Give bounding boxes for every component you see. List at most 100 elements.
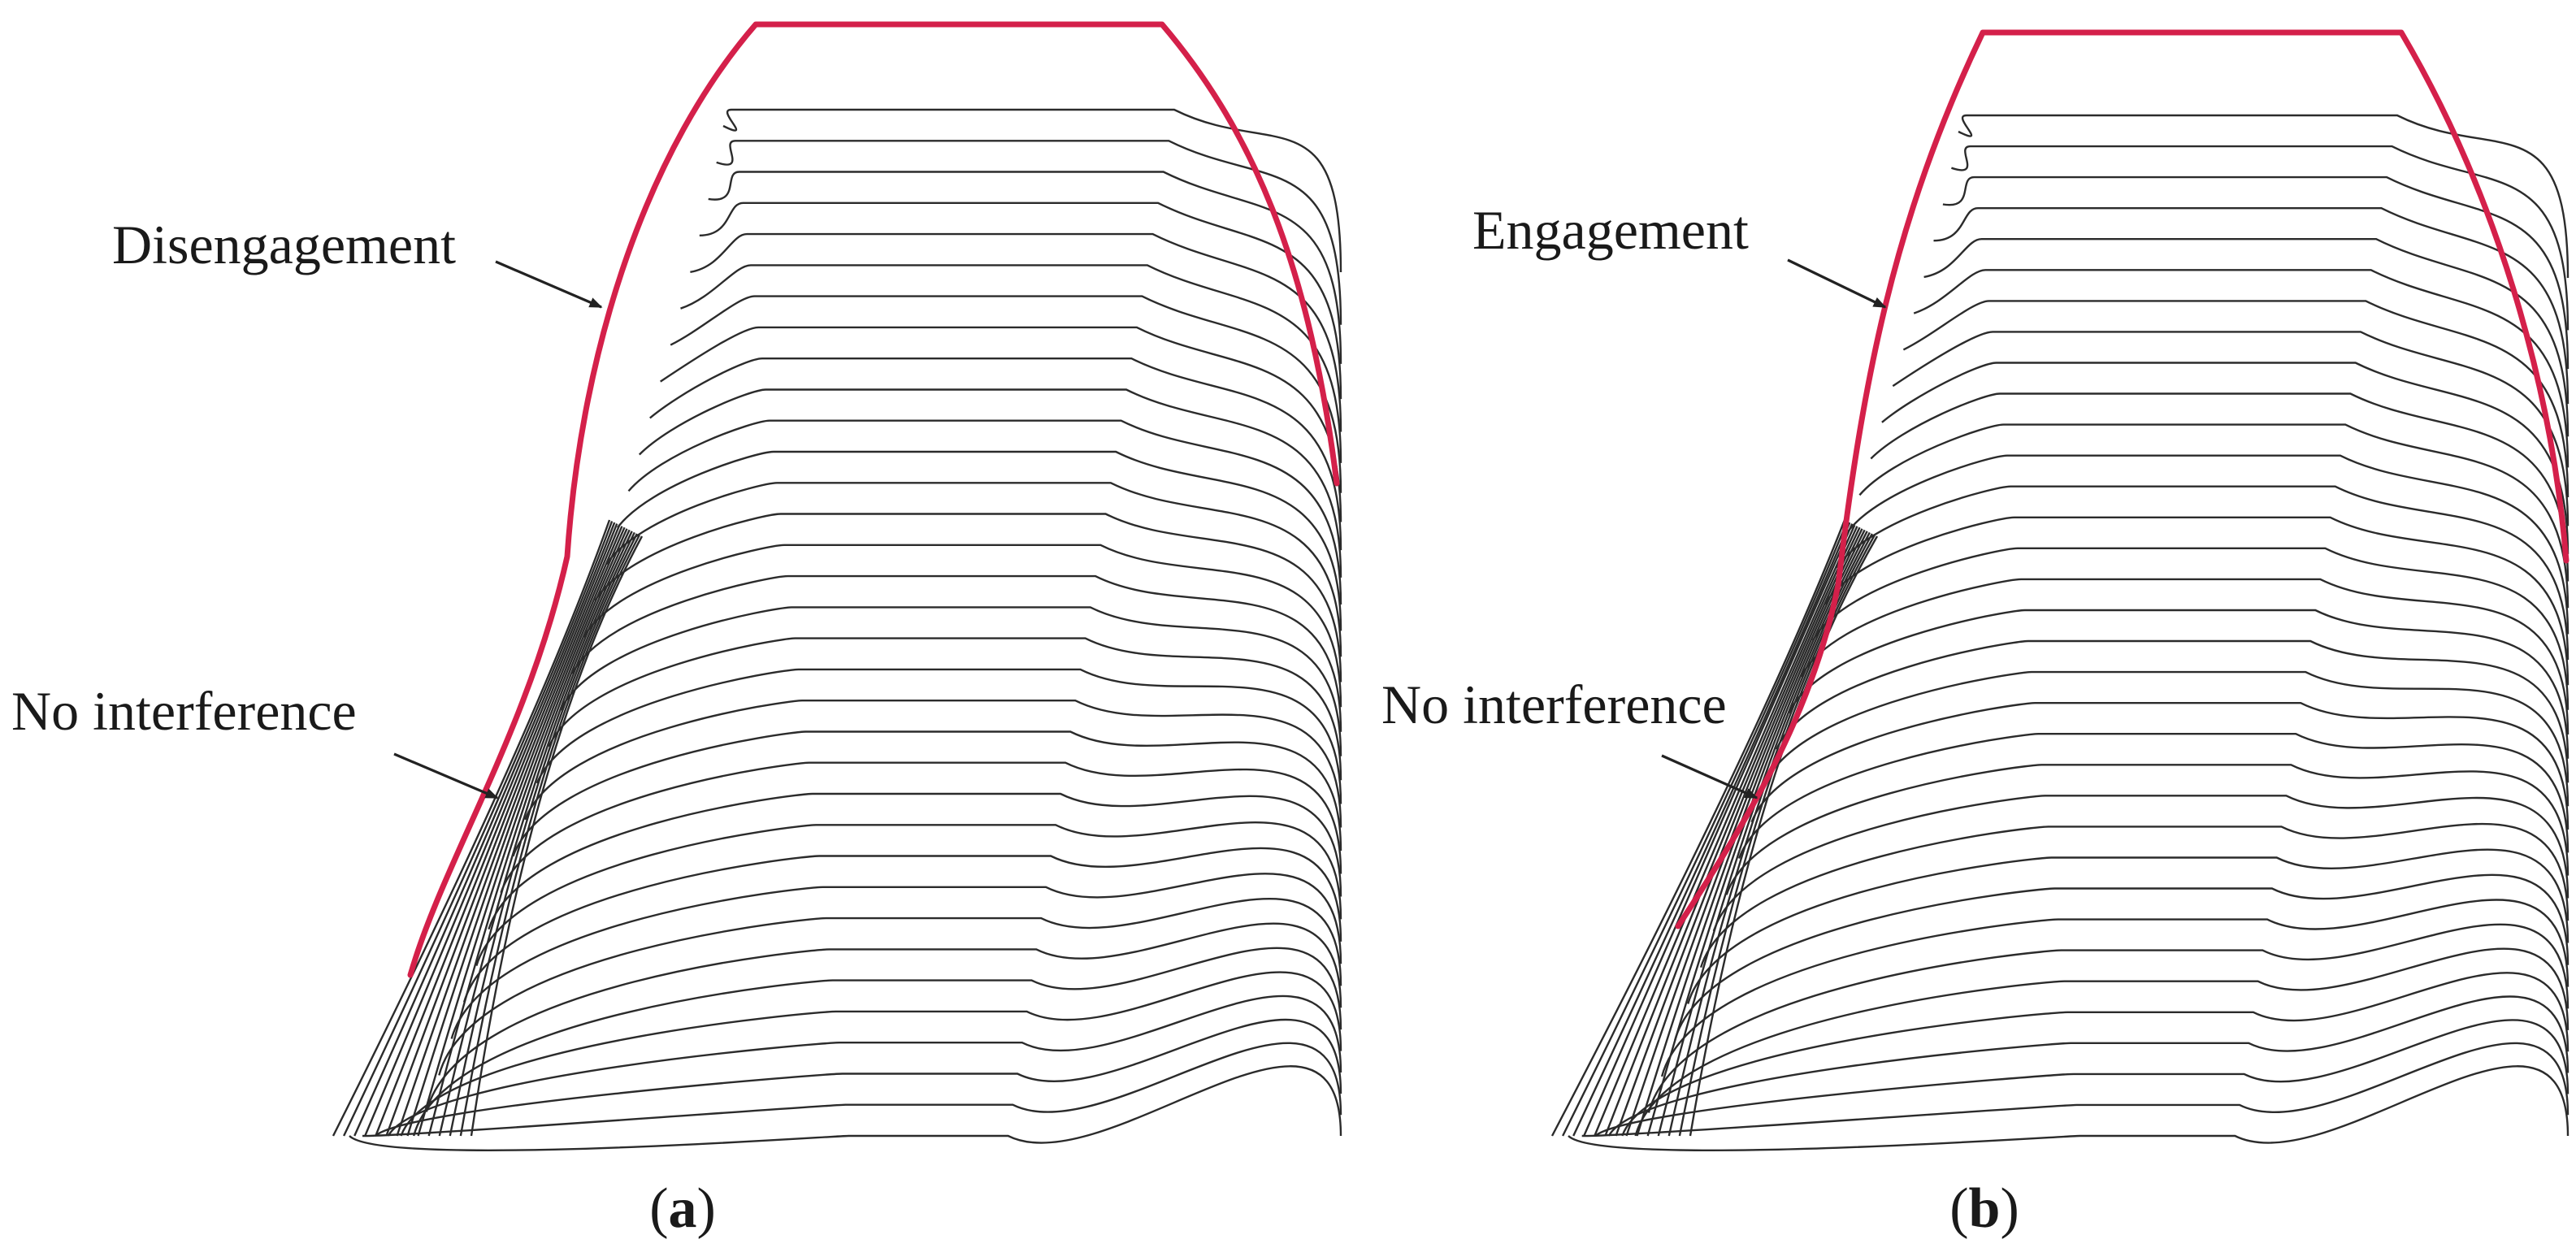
root-fillet-line: [406, 528, 628, 1137]
tooth-pass-line: [670, 295, 1342, 493]
no-interference-arrow-b: [1661, 754, 1759, 800]
tooth-pass-line: [1958, 114, 2569, 279]
root-fillet-line: [459, 534, 640, 1137]
tooth-pass-line: [1913, 269, 2569, 468]
root-fillet-line: [470, 535, 644, 1137]
tooth-pass-line: [605, 482, 1342, 657]
tooth-pass-line: [1847, 454, 2569, 635]
tooth-pass-line: [1881, 362, 2569, 554]
disengagement-label: Disengagement: [112, 214, 456, 275]
tooth-pass-line: [387, 994, 1342, 1137]
tooth-pass-line: [594, 513, 1342, 682]
tooth-envelope-lines-a: [332, 108, 1342, 1151]
tooth-pass-line: [1951, 145, 2569, 331]
root-fillet-line: [438, 531, 635, 1137]
tooth-pass-line: [524, 700, 1342, 828]
tooth-pass-line: [488, 792, 1342, 930]
tooth-pass-line: [1687, 848, 2569, 1004]
tooth-pass-line: [649, 358, 1342, 551]
root-fillet-line: [385, 526, 623, 1137]
tooth-pass-line: [512, 730, 1342, 857]
tool-profile-a: [407, 21, 1340, 978]
tooth-pass-line: [559, 606, 1342, 756]
tooth-pass-line: [375, 1018, 1342, 1137]
no-interference-arrow-a: [393, 752, 499, 800]
tooth-pass-line: [660, 326, 1342, 522]
tooth-pass-line: [1607, 995, 2569, 1137]
tool-profile-b: [1675, 29, 2569, 930]
tooth-pass-line: [425, 922, 1342, 1112]
tooth-pass-line: [583, 544, 1342, 708]
tooth-pass-line: [1594, 1019, 2569, 1137]
root-fillet-line: [427, 531, 633, 1137]
disengagement-arrow: [495, 260, 603, 309]
no-interference-label-a: No interference: [11, 680, 357, 742]
tooth-pass-line: [1923, 238, 2569, 437]
tooth-pass-line: [1581, 1042, 2569, 1138]
root-fillet-line: [417, 529, 631, 1137]
tooth-pass-line: [1870, 392, 2569, 582]
tooth-pass-line: [1699, 822, 2569, 968]
tooth-pass-line: [716, 140, 1342, 325]
tooth-pass-line: [627, 419, 1342, 605]
tooth-pass-line: [638, 388, 1342, 578]
tooth-pass-line: [1811, 547, 2569, 710]
root-fillet-line: [1562, 521, 1849, 1137]
engagement-arrow: [1787, 258, 1887, 309]
tooth-pass-line: [1634, 947, 2569, 1137]
tooth-pass-line: [1737, 733, 2569, 859]
tooth-pass-line: [722, 108, 1342, 273]
tooth-pass-line: [548, 637, 1342, 781]
tooth-pass-line: [1800, 578, 2569, 735]
root-fillet-line: [332, 519, 611, 1137]
tooth-pass-line: [400, 971, 1342, 1137]
tooth-pass-line: [413, 947, 1342, 1137]
tooth-pass-line: [1902, 300, 2569, 498]
root-fillet-line: [1550, 519, 1846, 1137]
tooth-pass-line: [1725, 764, 2569, 895]
panel-b: Engagement No interference (b): [1381, 29, 2569, 1240]
tooth-pass-line: [571, 574, 1342, 732]
tooth-pass-line: [1712, 795, 2569, 932]
tooth-pass-line: [536, 668, 1342, 804]
tooth-pass-line: [1775, 639, 2569, 783]
panel-a: Disengagement No interference (a): [11, 21, 1342, 1240]
tooth-pass-line: [500, 761, 1342, 894]
tooth-pass-line: [1568, 1065, 2569, 1151]
root-fillet-line: [375, 524, 621, 1137]
tooth-pass-line: [1750, 702, 2569, 830]
tooth-pass-line: [1858, 423, 2569, 609]
root-fillet-line: [449, 533, 638, 1137]
tooth-pass-line: [708, 171, 1342, 364]
panel-caption-a: (a): [649, 1177, 716, 1240]
tooth-pass-line: [699, 202, 1342, 400]
tooth-pass-line: [1763, 670, 2569, 807]
root-fillet-line: [1678, 534, 1876, 1137]
tooth-pass-line: [438, 897, 1342, 1076]
tooth-pass-line: [462, 847, 1342, 1003]
root-fillet-line: [1667, 533, 1873, 1137]
tooth-pass-line: [362, 1042, 1342, 1138]
root-fillet-line: [353, 522, 616, 1137]
tooth-pass-line: [1836, 485, 2569, 661]
tooth-pass-line: [1933, 207, 2569, 405]
tooth-pass-line: [349, 1065, 1342, 1151]
tooth-pass-line: [475, 821, 1342, 966]
tooth-pass-line: [617, 450, 1342, 631]
root-fillet-line: [1604, 526, 1858, 1137]
root-fillet-line: [1689, 535, 1879, 1137]
engagement-label: Engagement: [1472, 199, 1749, 261]
tooth-pass-line: [1824, 516, 2569, 686]
panel-caption-b: (b): [1949, 1177, 2019, 1240]
tooth-pass-line: [1788, 609, 2569, 759]
no-interference-label-b: No interference: [1381, 674, 1727, 735]
tooth-pass-line: [1621, 972, 2569, 1137]
tooth-pass-line: [680, 264, 1342, 463]
tooth-pass-line: [1674, 873, 2569, 1041]
root-fillet-line: [396, 526, 626, 1137]
tooth-pass-line: [450, 873, 1342, 1039]
root-fillet-line: [1583, 523, 1854, 1137]
root-fillet-line: [364, 523, 618, 1137]
root-fillet-line: [343, 521, 614, 1137]
